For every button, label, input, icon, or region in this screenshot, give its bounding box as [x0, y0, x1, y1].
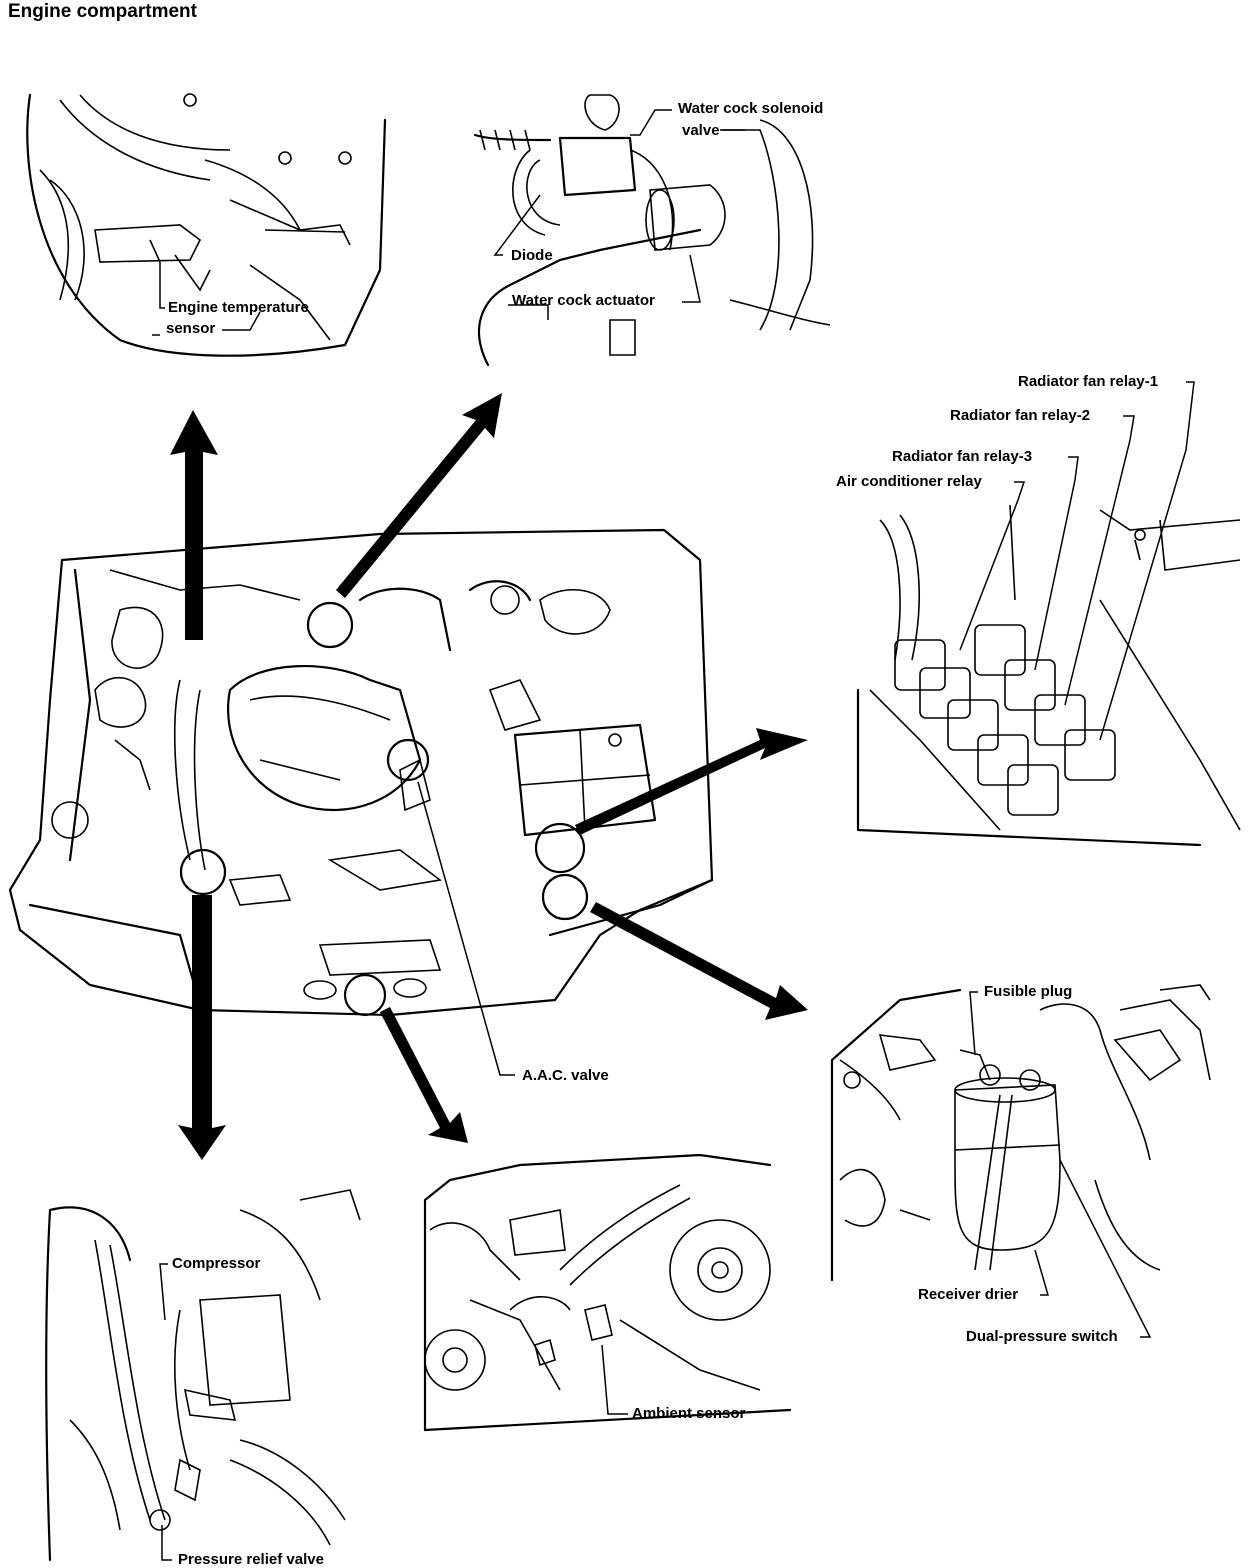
- label-water-cock-actuator: Water cock actuator: [512, 292, 655, 309]
- label-dual-pressure-switch: Dual-pressure switch: [966, 1328, 1118, 1345]
- label-water-cock-solenoid-valve-1: Water cock solenoid: [678, 100, 823, 117]
- label-compressor: Compressor: [172, 1255, 261, 1272]
- label-pressure-relief-valve: Pressure relief valve: [178, 1551, 324, 1568]
- inset-receiver-drier: [830, 984, 1211, 1282]
- callout-arrows: [170, 393, 808, 1160]
- label-air-conditioner-relay: Air conditioner relay: [836, 473, 983, 490]
- label-water-cock-solenoid-valve-2: valve: [682, 122, 720, 139]
- engine-overview: [8, 528, 714, 1017]
- label-engine-temperature-sensor-1: Engine temperature: [168, 299, 309, 316]
- label-radiator-fan-relay-2: Radiator fan relay-2: [950, 407, 1090, 424]
- label-aac-valve: A.A.C. valve: [522, 1067, 609, 1084]
- diagram-title: Engine compartment: [8, 1, 198, 22]
- label-receiver-drier: Receiver drier: [918, 1286, 1018, 1303]
- inset-water-cock: [473, 94, 831, 367]
- inset-ambient-sensor: [423, 1153, 792, 1432]
- label-ambient-sensor: Ambient sensor: [632, 1405, 746, 1422]
- label-radiator-fan-relay-1: Radiator fan relay-1: [1018, 373, 1158, 390]
- inset-engine-temperature-sensor: [26, 93, 387, 357]
- label-fusible-plug: Fusible plug: [984, 983, 1072, 1000]
- label-engine-temperature-sensor-2: sensor: [166, 320, 215, 337]
- inset-compressor: [45, 1189, 361, 1562]
- label-diode: Diode: [511, 247, 553, 264]
- inset-relays: [856, 504, 1241, 847]
- label-radiator-fan-relay-3: Radiator fan relay-3: [892, 448, 1032, 465]
